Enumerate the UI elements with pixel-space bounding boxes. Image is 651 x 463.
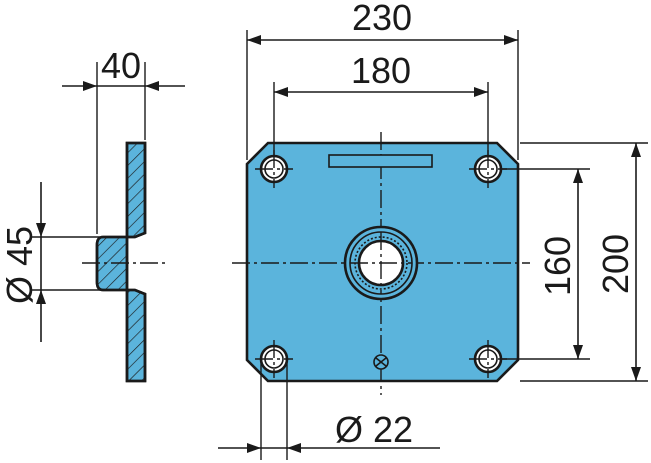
central-hub (343, 225, 419, 301)
mounting-hole-top-left (255, 150, 293, 188)
hole-diameter-label: Ø 22 (335, 409, 413, 450)
screw-icon (373, 354, 389, 370)
mounting-hole-bottom-right (469, 340, 507, 378)
hub-diameter-dimension: Ø 45 (0, 182, 100, 342)
hole-diameter-dimension: Ø 22 (218, 361, 440, 460)
mounting-hole-bottom-left (255, 340, 293, 378)
overall-height-label: 200 (595, 234, 636, 294)
hole-spacing-vertical-label: 160 (537, 236, 578, 296)
side-section-outline-stroke (95, 141, 147, 383)
label-slot (328, 154, 433, 168)
hole-spacing-vertical-dimension: 160 (501, 168, 590, 360)
front-view (232, 132, 530, 395)
hub-diameter-label: Ø 45 (0, 226, 40, 304)
overall-width-dimension: 230 (246, 0, 519, 160)
thickness-dimension: 40 (62, 45, 185, 234)
thickness-label: 40 (101, 45, 141, 86)
hole-spacing-horizontal-dimension: 180 (273, 50, 489, 156)
mounting-hole-top-right (469, 150, 507, 188)
side-section-view (82, 141, 165, 383)
overall-height-dimension: 200 (520, 142, 648, 382)
hole-spacing-horizontal-label: 180 (351, 50, 411, 91)
overall-width-label: 230 (352, 0, 412, 38)
